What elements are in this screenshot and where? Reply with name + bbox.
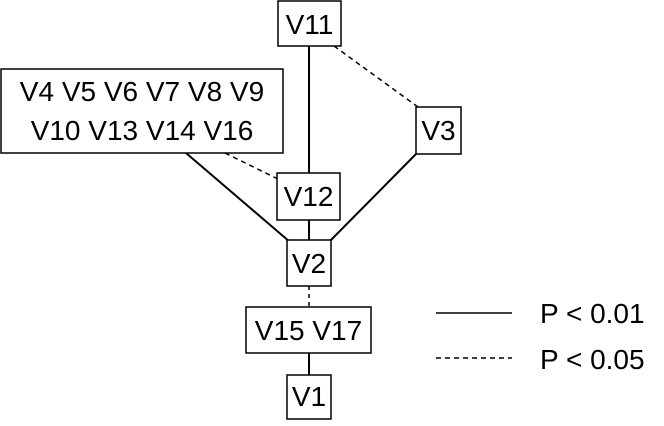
node-group-box xyxy=(0,68,284,154)
edge-v11-v3 xyxy=(333,45,419,108)
node-group-label-line1: V4 V5 V6 V7 V8 V9 xyxy=(20,76,264,107)
node-v1-box xyxy=(286,374,332,420)
edge-v3-v2 xyxy=(328,153,417,243)
node-v1-label: V1 xyxy=(292,381,326,412)
node-v12-box xyxy=(276,172,341,221)
node-v15-v17-label: V15 V17 xyxy=(255,315,362,346)
edge-group-v2 xyxy=(185,152,291,243)
node-v11-label: V11 xyxy=(286,9,334,40)
node-v3-box xyxy=(415,106,462,155)
legend-dashed-label: P < 0.05 xyxy=(540,344,645,375)
legend-solid-label: P < 0.01 xyxy=(540,298,645,329)
legend: P < 0.01 P < 0.05 xyxy=(436,298,645,375)
node-v2-box xyxy=(286,239,332,287)
node-v11-box xyxy=(277,0,342,47)
node-v15-v17-box xyxy=(245,306,372,354)
node-group-label-line2: V10 V13 V14 V16 xyxy=(31,115,254,146)
node-v3-label: V3 xyxy=(421,115,455,146)
node-v12-label: V12 xyxy=(284,181,334,212)
edge-group-v12 xyxy=(224,152,281,181)
node-v2-label: V2 xyxy=(292,248,326,279)
